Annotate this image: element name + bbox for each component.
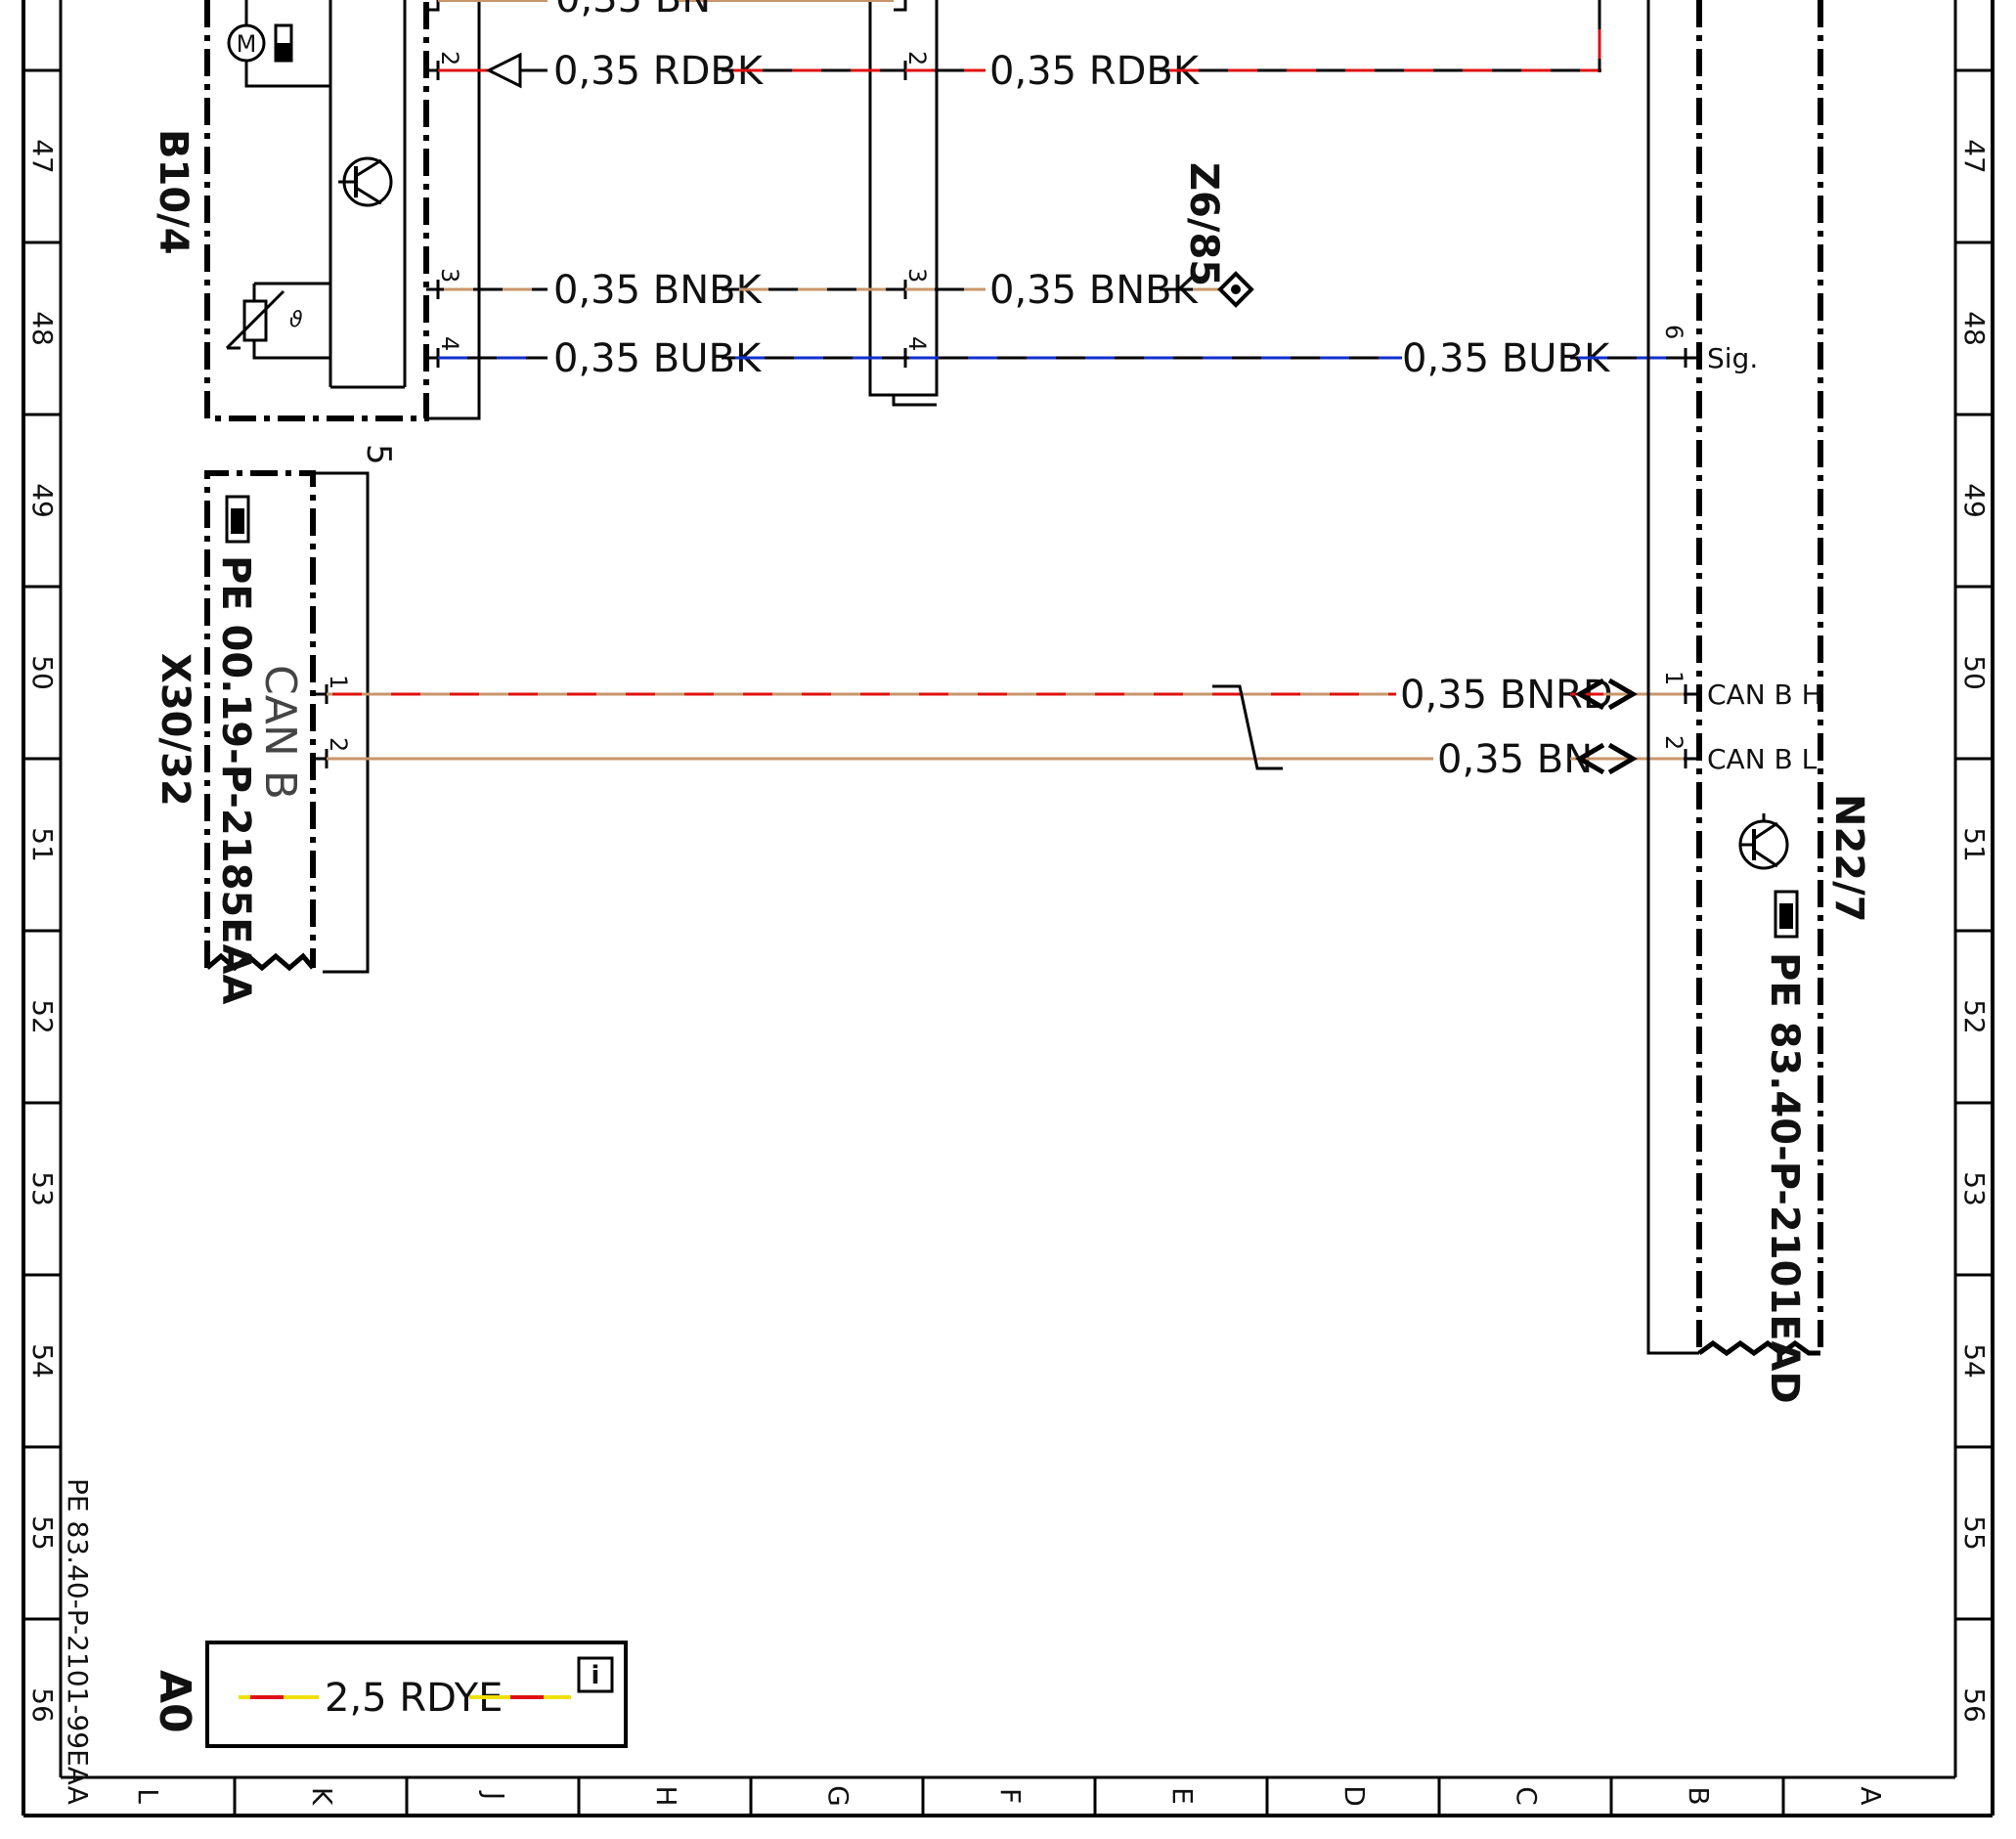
transistor-icon (1738, 813, 1789, 870)
thermistor-icon: ϑ (225, 282, 330, 360)
pin-number: 2 (325, 737, 352, 752)
legend-box: 2,5 RDYE i A0 (150, 1641, 628, 1748)
info-icon: i (577, 1656, 614, 1693)
pin-signal-label: CAN B L (1707, 743, 1818, 775)
pin-number: 2 (903, 51, 931, 66)
column-letter: L (132, 1788, 164, 1804)
row-number: 50 (26, 655, 59, 690)
row-number: 51 (26, 827, 59, 862)
column-letters: L K J H G F E D C B A (132, 1785, 1887, 1807)
row-number: 54 (1958, 1343, 1991, 1379)
drawing-frame (22, 0, 1994, 1817)
column-letter: E (1166, 1787, 1199, 1805)
row-number: 52 (26, 999, 59, 1034)
row-number: 47 (26, 139, 59, 174)
row-number: 48 (1958, 311, 1991, 346)
svg-text:ϑ: ϑ (289, 308, 303, 332)
twisted-pair-icon (1212, 684, 1283, 770)
document-reference: PE 83.40-P-2101-99EAA (62, 1478, 94, 1805)
row-number: 51 (1958, 827, 1991, 862)
motor-icon: M (227, 0, 330, 88)
row-number: 47 (1958, 139, 1991, 174)
pin-number: 1 (325, 675, 352, 689)
plug-connector-icon (1575, 678, 1638, 775)
pin-signal-label: Sig. (1707, 342, 1758, 374)
connector-title: CAN B (255, 665, 305, 800)
row-number: 55 (26, 1515, 59, 1551)
column-letter: F (994, 1788, 1027, 1804)
row-number: 55 (1958, 1515, 1991, 1551)
component-b10-4[interactable]: M ϑ B10/4 (151, 0, 429, 421)
column-letter: J (478, 1790, 510, 1800)
row-number: 54 (26, 1343, 59, 1379)
row-number: 49 (1958, 483, 1991, 518)
column-letter: H (650, 1785, 682, 1806)
pin-number: 4 (436, 336, 463, 351)
column-letter: C (1511, 1786, 1543, 1806)
pin-signal-label: CAN B H (1707, 679, 1822, 711)
column-ticks-bottom (233, 1777, 1785, 1816)
row-number: 50 (1958, 655, 1991, 690)
pin-number: 3 (436, 268, 463, 283)
column-letter: D (1338, 1785, 1371, 1807)
row-numbers-left: 47 48 49 50 51 52 53 54 55 56 (26, 139, 59, 1723)
wire-bnrd: 0,35 BNRD (327, 673, 1684, 718)
row-ticks-left (23, 68, 61, 1621)
column-letter: G (822, 1785, 855, 1807)
wire-rdbk: 0,35 RDBK 0,35 RDBK (438, 0, 1601, 94)
pin-number: 3 (903, 268, 931, 283)
column-letter: A (1855, 1786, 1887, 1805)
component-label: X30/32 (153, 653, 197, 807)
svg-text:i: i (592, 1661, 600, 1690)
row-number: 56 (1958, 1687, 1991, 1723)
column-letter: B (1683, 1786, 1715, 1805)
pin-number: 1 (1660, 671, 1687, 685)
wire-bn-top: 0,35 BN (438, 0, 894, 22)
b10-4-pins: 2 3 4 (426, 0, 481, 420)
row-number: 53 (1958, 1171, 1991, 1206)
row-number: 49 (26, 483, 59, 518)
manual-reference-icon (1774, 890, 1799, 939)
bracket-number: 5 (359, 444, 398, 465)
manual-reference-icon (225, 495, 250, 544)
component-n22-7[interactable]: 6 Sig. 1 CAN B H 2 CAN B L PE 83.40-P-21… (1646, 0, 1871, 1404)
wire-bn-can: 0,35 BN (327, 737, 1684, 782)
pin-number: 6 (1660, 325, 1687, 339)
transistor-icon (338, 156, 393, 207)
row-ticks-right (1955, 68, 1993, 1621)
sheet-label: A0 (150, 1670, 199, 1733)
wire-label: 0,35 BN (1437, 737, 1593, 782)
reference-label: PE 83.40-P-2101EAD (1762, 952, 1807, 1404)
component-label: Z6/85 (1181, 162, 1226, 286)
component-label: N22/7 (1826, 794, 1871, 923)
row-number: 56 (26, 1687, 59, 1723)
column-letter: K (306, 1787, 338, 1806)
svg-text:M: M (237, 30, 257, 58)
pin-number: 4 (903, 336, 931, 351)
pin-number: 2 (436, 51, 463, 66)
component-label: B10/4 (151, 129, 196, 255)
wire-bubk: 0,35 BUBK 0,35 BUBK (438, 336, 1686, 381)
row-number: 53 (26, 1171, 59, 1206)
component-x30-32[interactable]: 5 PE 00.19-P-2185EAA CAN B X30/32 1 2 (153, 444, 398, 1005)
splice-z6-85: Z6/85 (1181, 162, 1254, 308)
row-number: 52 (1958, 999, 1991, 1034)
row-number: 48 (26, 311, 59, 346)
row-numbers-right: 47 48 49 50 51 52 53 54 55 56 (1958, 139, 1991, 1723)
wire-bnbk: 0,35 BNBK 0,35 BNBK (438, 268, 1224, 313)
intermediate-connector: 2 3 4 (868, 0, 939, 407)
svg-text:0,35 BN: 0,35 BN (555, 0, 711, 22)
pin-number: 2 (1660, 735, 1687, 750)
reference-label: PE 00.19-P-2185EAA (213, 555, 258, 1005)
